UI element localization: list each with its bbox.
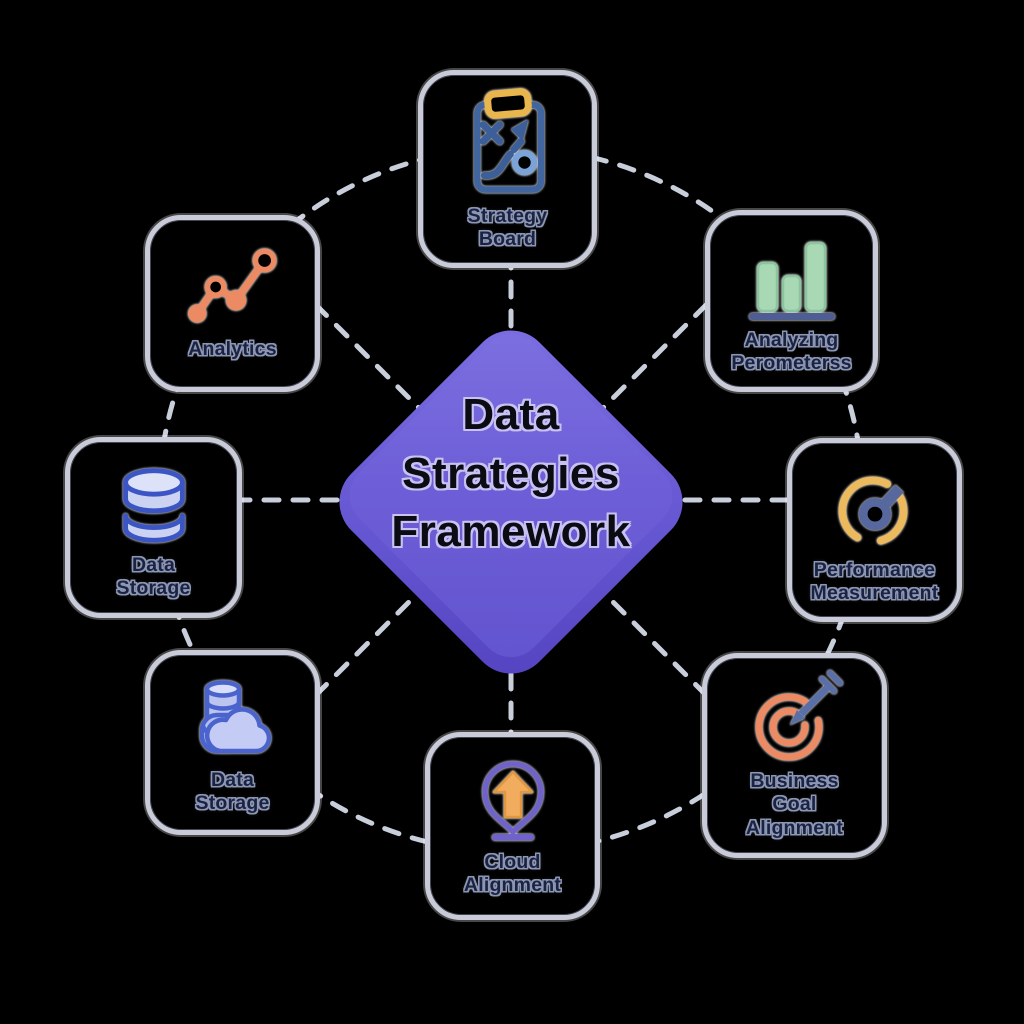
database-icon — [122, 468, 185, 543]
target-arrow-icon — [755, 670, 843, 761]
node-label: Cloud Alignment — [463, 851, 562, 897]
node-label: Business Goal Alignment — [745, 770, 844, 839]
strategy-clipboard-icon — [473, 88, 544, 193]
node-label: Strategy Board — [467, 205, 548, 251]
upload-balloon-icon — [481, 761, 544, 841]
bar-chart-icon — [748, 241, 835, 320]
node-performance-measurement: Performance Measurement — [787, 438, 962, 622]
node-label: Data Storage — [116, 554, 191, 600]
node-label: Data Storage — [195, 769, 270, 815]
gauge-icon — [838, 476, 907, 546]
node-analyzing-perometers: Analyzing Perometerss — [705, 210, 878, 392]
node-strategy-board: Strategy Board — [418, 70, 597, 268]
node-data-storage: Data Storage — [65, 437, 242, 618]
center-title: Data Strategies Framework — [391, 390, 631, 557]
node-cloud-alignment: Cloud Alignment — [425, 732, 600, 920]
node-label: Analytics — [188, 338, 277, 360]
node-label: Analyzing Perometerss — [731, 329, 852, 375]
node-data-storage-cloud: Data Storage — [145, 650, 320, 835]
node-analytics: Analytics — [145, 215, 320, 392]
line-chart-icon — [187, 248, 277, 323]
node-business-goal-alignment: Business Goal Alignment — [702, 653, 887, 858]
node-label: Performance Measurement — [810, 559, 939, 605]
database-cloud-icon — [199, 680, 271, 754]
